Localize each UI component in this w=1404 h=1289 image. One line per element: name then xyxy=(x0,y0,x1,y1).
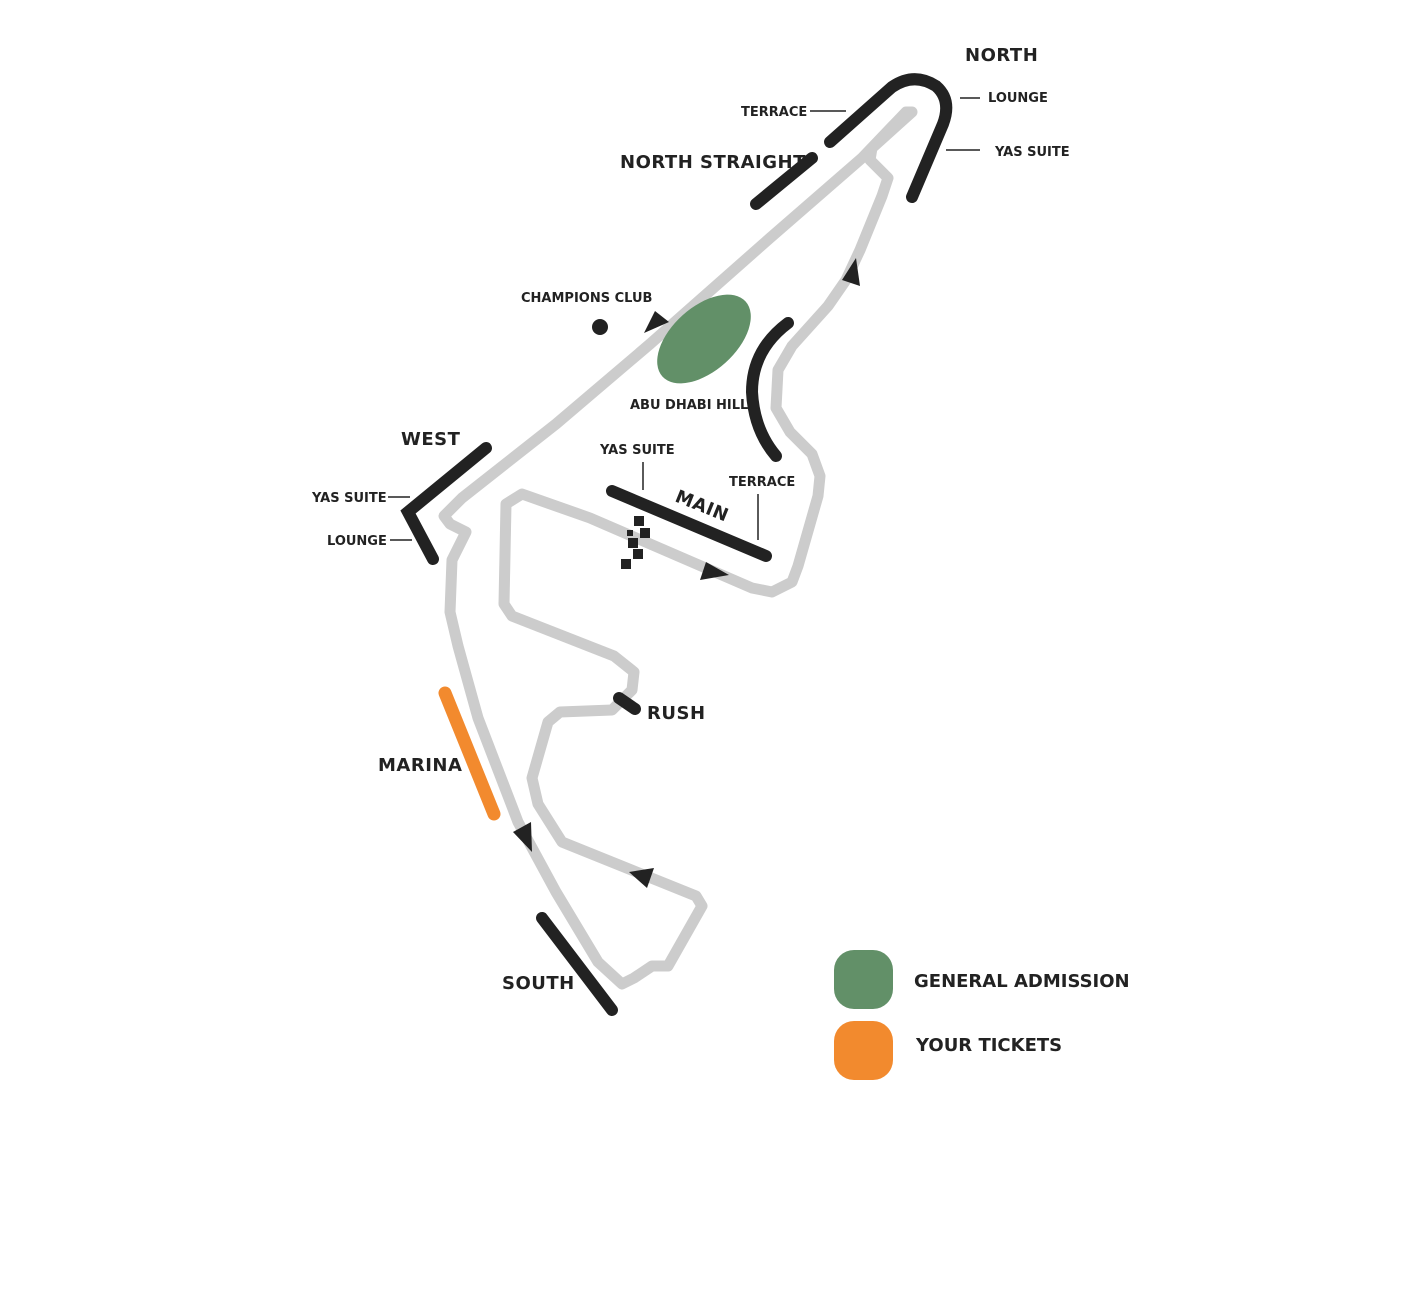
label-main-terrace: TERRACE xyxy=(729,475,795,490)
label-north-terrace: TERRACE xyxy=(741,105,807,120)
direction-arrow-icon xyxy=(700,562,729,580)
main-stand xyxy=(606,485,772,562)
label-west-lounge: LOUNGE xyxy=(327,534,387,549)
label-marina: MARINA xyxy=(378,755,462,776)
direction-arrow-icon xyxy=(629,868,654,888)
direction-arrow-icon xyxy=(842,258,860,286)
label-south: SOUTH xyxy=(502,973,575,994)
marina-stand[interactable] xyxy=(438,686,501,821)
label-north-lounge: LOUNGE xyxy=(988,91,1048,106)
north-stand xyxy=(824,73,953,203)
label-west: WEST xyxy=(401,429,461,450)
legend-label-your-tickets: YOUR TICKETS xyxy=(915,1035,1062,1056)
legend-swatch-your-tickets xyxy=(834,1021,893,1080)
south-stand xyxy=(536,912,618,1016)
label-west-yas-suite: YAS SUITE xyxy=(311,491,387,506)
label-north: NORTH xyxy=(965,45,1038,66)
label-north-straight: NORTH STRAIGHT xyxy=(620,152,806,173)
legend-swatch-general-admission xyxy=(834,950,893,1009)
main-grandstand-curve xyxy=(745,317,794,462)
label-rush: RUSH xyxy=(647,703,706,724)
start-finish-flag-icon xyxy=(621,516,650,569)
legend-label-general-admission: GENERAL ADMISSION xyxy=(914,971,1130,992)
label-champions-club: CHAMPIONS CLUB xyxy=(521,291,652,306)
west-stand xyxy=(400,442,492,565)
champions-club-marker xyxy=(592,319,608,335)
north-straight-stand xyxy=(750,152,818,210)
label-north-yas-suite: YAS SUITE xyxy=(994,145,1070,160)
abu-dhabi-hill-area[interactable] xyxy=(641,278,767,401)
race-track xyxy=(438,106,918,990)
legend: GENERAL ADMISSION YOUR TICKETS xyxy=(834,950,1130,1080)
rush-stand xyxy=(613,692,641,715)
direction-arrow-icon xyxy=(644,311,669,333)
label-abu-dhabi-hill: ABU DHABI HILL xyxy=(630,398,748,413)
label-main-yas-suite: YAS SUITE xyxy=(599,443,675,458)
direction-arrow-icon xyxy=(513,822,532,852)
